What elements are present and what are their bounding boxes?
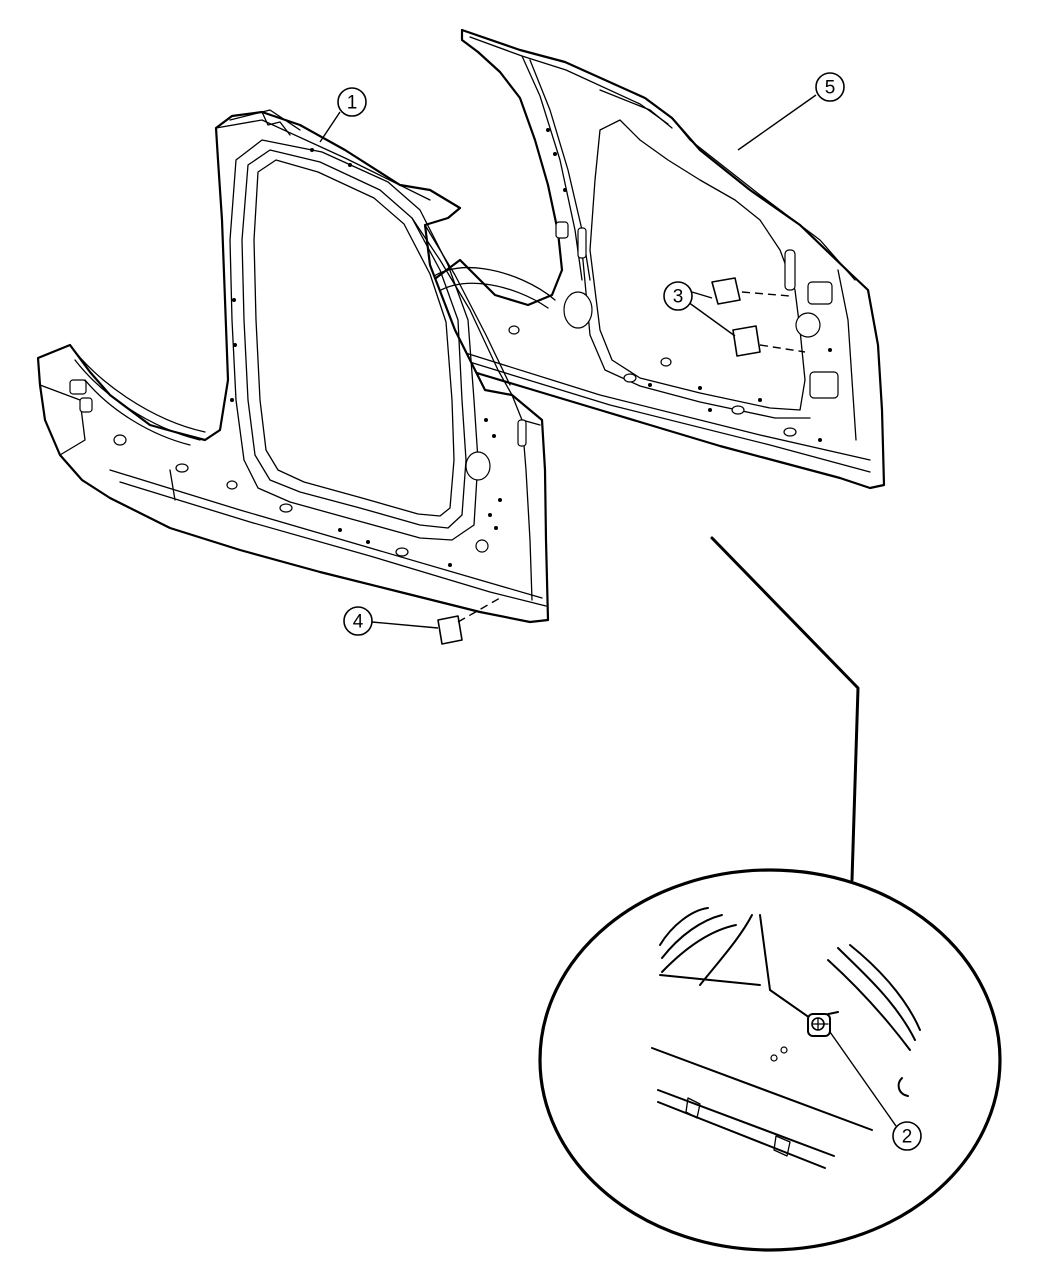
callout-3-label: 3 — [673, 287, 684, 308]
detail-leader-line — [710, 536, 860, 882]
inner-body-side-aperture — [36, 109, 550, 624]
body-plug-lower — [732, 325, 761, 357]
callout-4-label: 4 — [353, 612, 364, 633]
plug-lower-dashed-guide — [759, 344, 806, 353]
callout-5: 5 — [737, 72, 845, 151]
sill-rivet-clip — [807, 1013, 831, 1037]
callout-3: 3 — [663, 281, 736, 337]
body-plug-upper — [711, 277, 741, 305]
callout-4: 4 — [343, 606, 439, 636]
callout-2-label: 2 — [902, 1127, 913, 1148]
sill-plug — [437, 615, 463, 645]
plug-upper-dashed-guide — [741, 291, 791, 297]
callout-1: 1 — [319, 87, 367, 143]
callout-5-label: 5 — [825, 78, 836, 99]
callout-1-label: 1 — [347, 93, 358, 114]
callout-2: 2 — [829, 1031, 922, 1151]
detail-magnifier — [538, 868, 1002, 1252]
sill-plug-dashed-guide — [457, 597, 501, 623]
